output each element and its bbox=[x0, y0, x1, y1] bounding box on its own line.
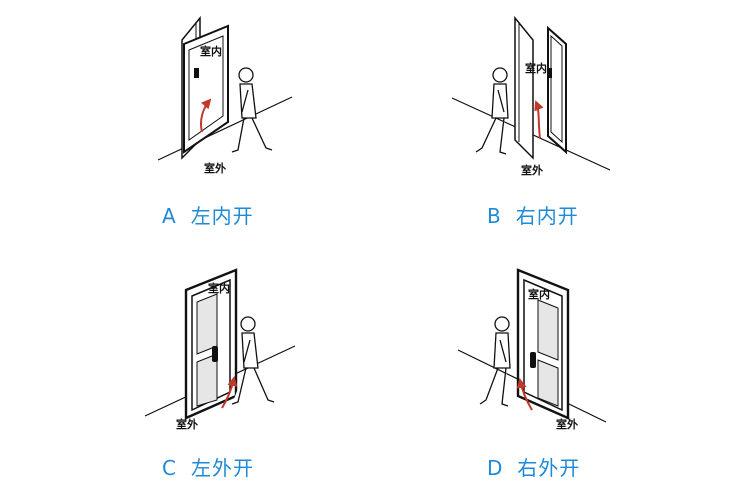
person-figure bbox=[231, 316, 275, 405]
door-handle bbox=[547, 68, 552, 78]
door-handle bbox=[530, 352, 536, 368]
outside-label: 室外 bbox=[176, 417, 198, 431]
caption-d: D 右外开 bbox=[487, 452, 580, 481]
outside-label: 室外 bbox=[556, 417, 578, 431]
outside-label: 室外 bbox=[521, 163, 543, 177]
swing-arrow bbox=[221, 376, 238, 409]
inside-label: 室内 bbox=[208, 281, 230, 295]
caption-letter: D bbox=[487, 456, 504, 480]
caption-letter: A bbox=[162, 204, 177, 228]
caption-a: A 左内开 bbox=[162, 200, 254, 229]
inside-label: 室内 bbox=[200, 44, 222, 58]
door-frame bbox=[514, 15, 534, 160]
caption-label: 右内开 bbox=[515, 204, 579, 228]
caption-label: 右外开 bbox=[517, 456, 581, 480]
inside-label: 室内 bbox=[525, 61, 547, 75]
door-handle bbox=[212, 346, 218, 362]
person-figure bbox=[475, 67, 509, 155]
caption-letter: C bbox=[162, 456, 177, 480]
inside-label: 室内 bbox=[528, 287, 550, 301]
floor-line bbox=[157, 96, 293, 161]
person-figure bbox=[231, 67, 273, 153]
panel-a-illustration: 室内 室外 bbox=[157, 15, 293, 175]
panel-d-illustration: 室内 室外 bbox=[457, 268, 607, 431]
outside-label: 室外 bbox=[204, 161, 226, 175]
swing-arrow bbox=[200, 98, 212, 133]
swing-arrow bbox=[516, 378, 533, 411]
panel-c-illustration: 室内 室外 bbox=[144, 268, 296, 431]
panel-b-illustration: 室内 室外 bbox=[451, 15, 611, 177]
caption-letter: B bbox=[487, 204, 502, 228]
caption-label: 左内开 bbox=[190, 204, 254, 228]
swing-arrow bbox=[534, 100, 544, 139]
door-handle bbox=[194, 68, 199, 78]
caption-label: 左外开 bbox=[190, 456, 254, 480]
caption-b: B 右内开 bbox=[487, 200, 579, 229]
person-figure bbox=[479, 316, 511, 407]
caption-c: C 左外开 bbox=[162, 452, 254, 481]
